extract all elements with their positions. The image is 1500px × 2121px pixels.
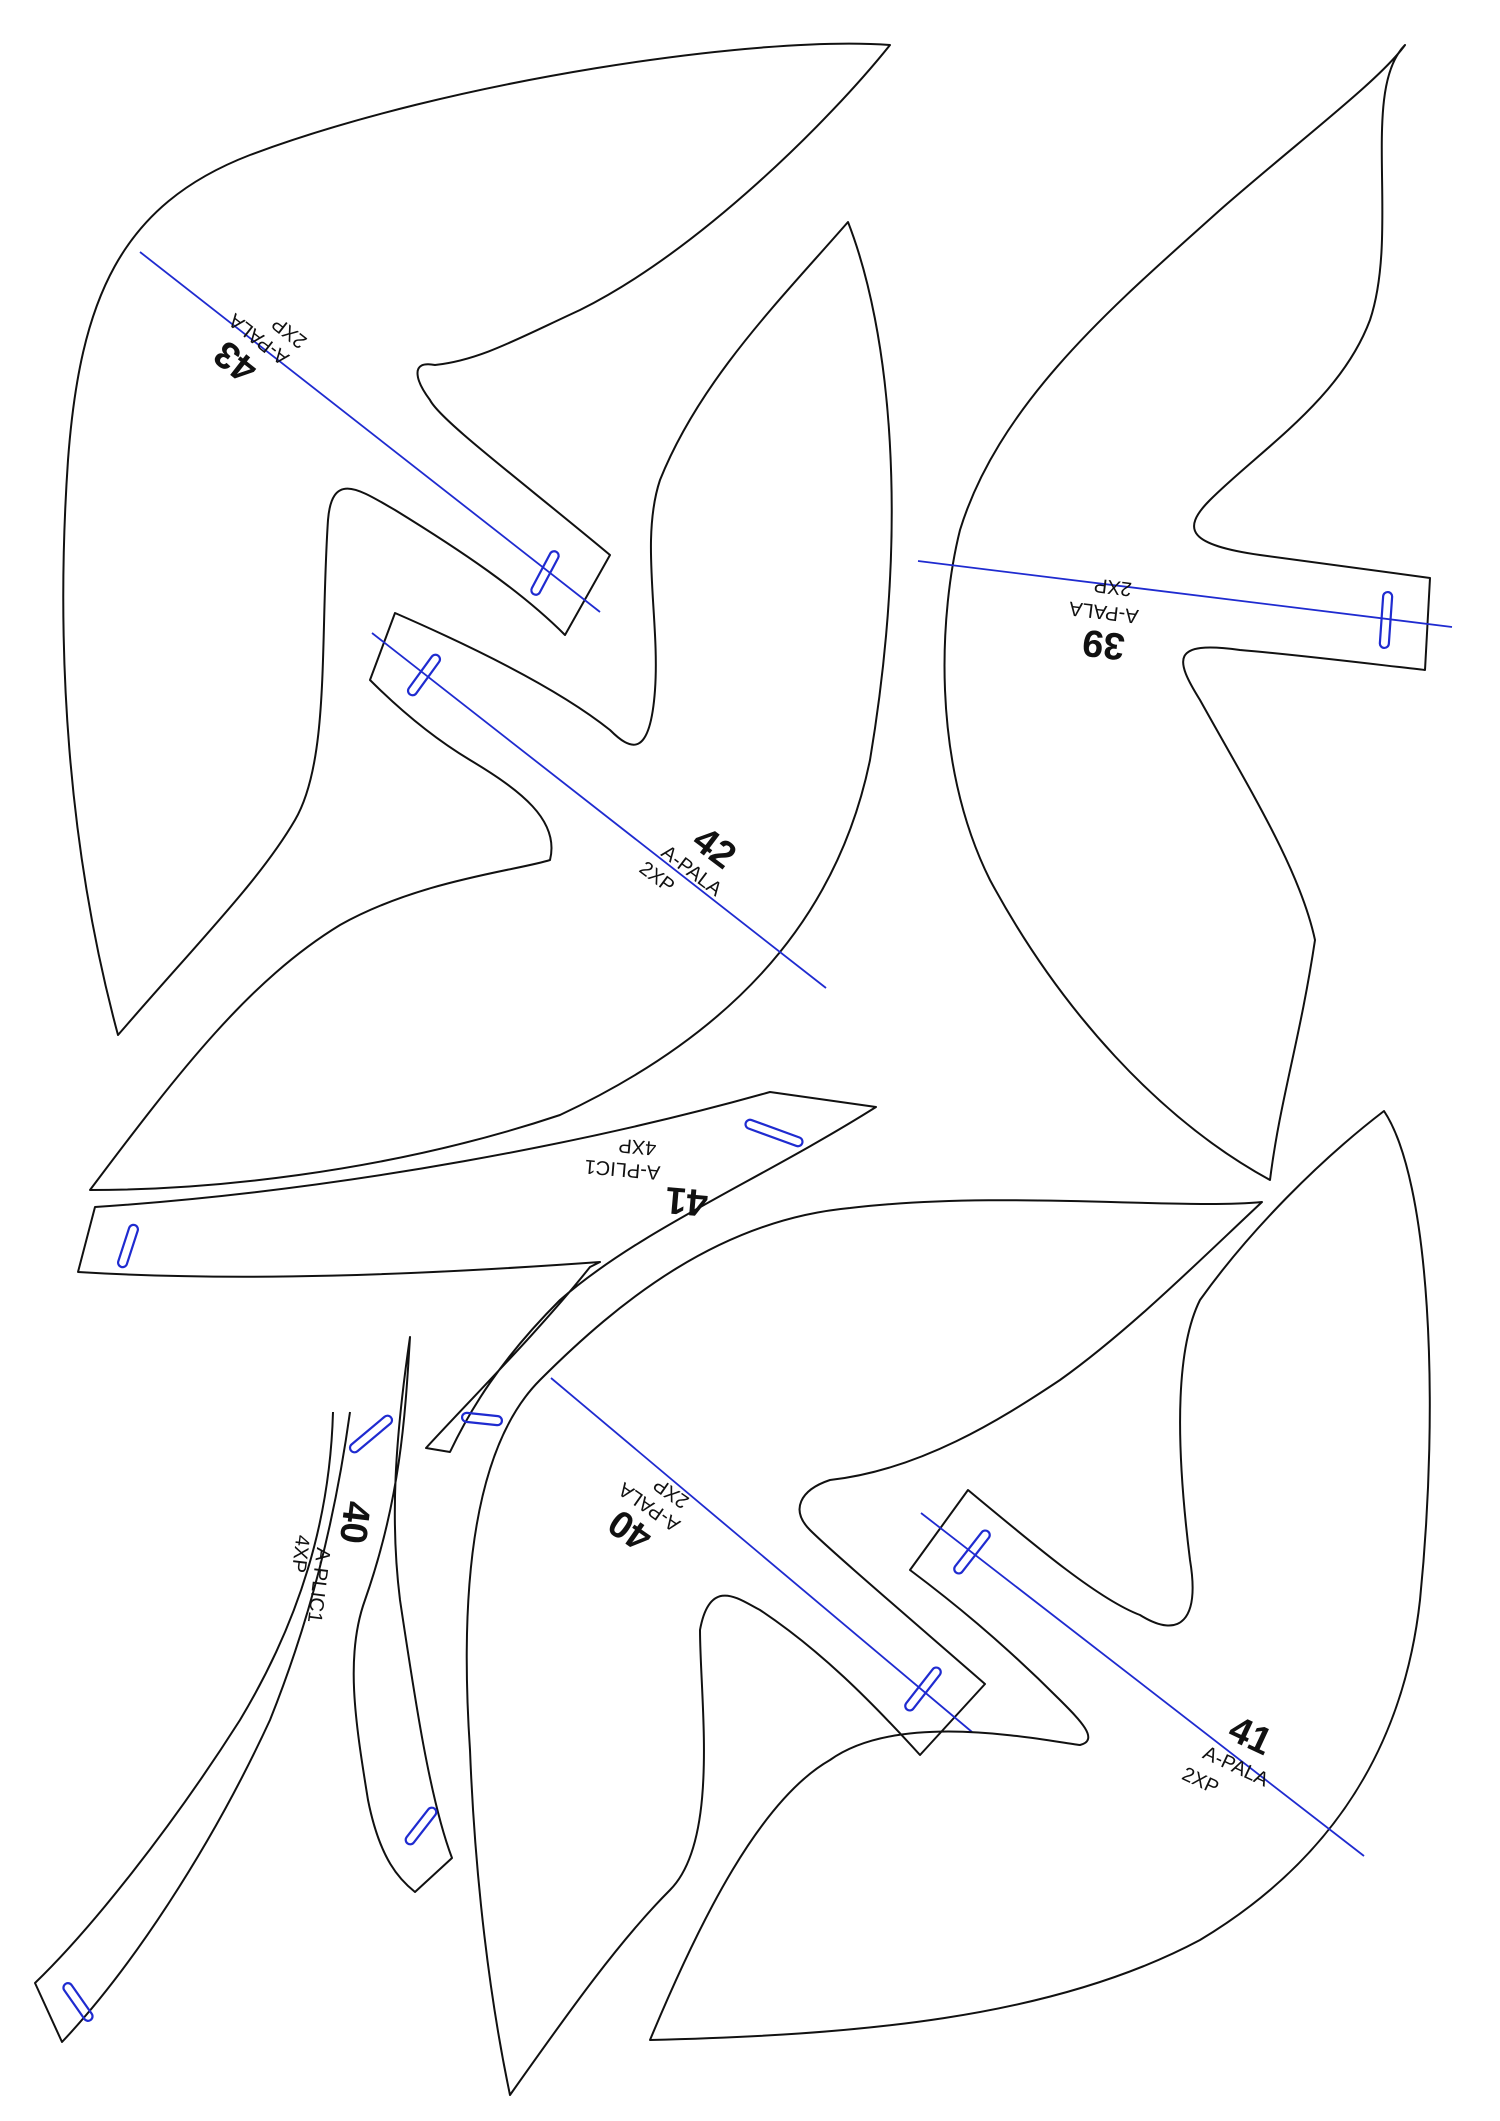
piece-43-outline: [62, 42, 891, 1036]
piece-41-strip-number: 41: [664, 1178, 710, 1224]
piece-42-label: 42 A-PALA 2XP: [635, 819, 744, 902]
piece-39-outline: [943, 44, 1431, 1181]
piece-40-strip-outline: [352, 1336, 453, 1893]
piece-40-strip-number: 40: [331, 1499, 378, 1546]
piece-41-strip-slot-2: [744, 1118, 804, 1148]
piece-40-grain-line: [550, 1377, 973, 1733]
piece-41-grain-line: [920, 1512, 1365, 1857]
piece-40-strip-label: 40 A-PLIC1 4XP: [287, 1499, 378, 1624]
piece-41-label: 41 A-PALA 2XP: [1178, 1708, 1278, 1799]
pattern-piece-40[interactable]: 40 A-PALA 2XP: [465, 1199, 1263, 2096]
piece-41-strip-outline: [77, 1091, 877, 1453]
piece-42-outline: [89, 221, 893, 1191]
piece-41-strip-label: 41 A-PLIC1 4XP: [584, 1134, 710, 1224]
piece-40-strip-slot-3: [62, 1982, 94, 2022]
piece-41-slot: [953, 1529, 991, 1575]
piece-39-name: A-PALA: [1067, 597, 1139, 627]
piece-40-slot: [904, 1666, 942, 1712]
piece-39-slot: [1378, 590, 1394, 650]
piece-40-strip-qty: 4XP: [287, 1534, 313, 1574]
piece-41-strip-slot-1: [116, 1223, 140, 1269]
piece-40-strip-outline-2: [34, 1411, 351, 2043]
pattern-piece-41[interactable]: 41 A-PALA 2XP: [649, 1110, 1431, 2041]
pattern-piece-40-strip[interactable]: 40 A-PLIC1 4XP: [34, 1336, 453, 2043]
piece-41-strip-slot-3: [460, 1411, 504, 1427]
piece-40-outline: [465, 1199, 1263, 2096]
piece-41-strip-qty: 4XP: [618, 1134, 658, 1159]
piece-40-label: 40 A-PALA 2XP: [601, 1473, 693, 1559]
piece-40-strip-slot-1: [348, 1414, 394, 1454]
piece-39-label: 39 A-PALA 2XP: [1067, 573, 1139, 668]
piece-42-grain-line: [371, 632, 827, 989]
piece-42-slot: [406, 653, 442, 697]
piece-39-grain-line: [917, 560, 1453, 628]
pattern-piece-41-strip[interactable]: 41 A-PLIC1 4XP: [77, 1091, 877, 1453]
piece-41-outline: [649, 1110, 1431, 2041]
pattern-piece-43[interactable]: 43 A-PALA 2XP: [62, 42, 891, 1036]
pattern-piece-39[interactable]: 39 A-PALA 2XP: [917, 44, 1453, 1181]
piece-43-slot: [530, 550, 560, 596]
piece-40-strip-slot-2: [404, 1806, 438, 1846]
piece-43-label: 43 A-PALA 2XP: [206, 308, 311, 391]
piece-39-qty: 2XP: [1093, 573, 1133, 599]
piece-43-grain-line: [139, 251, 601, 613]
piece-39-number: 39: [1080, 621, 1127, 668]
